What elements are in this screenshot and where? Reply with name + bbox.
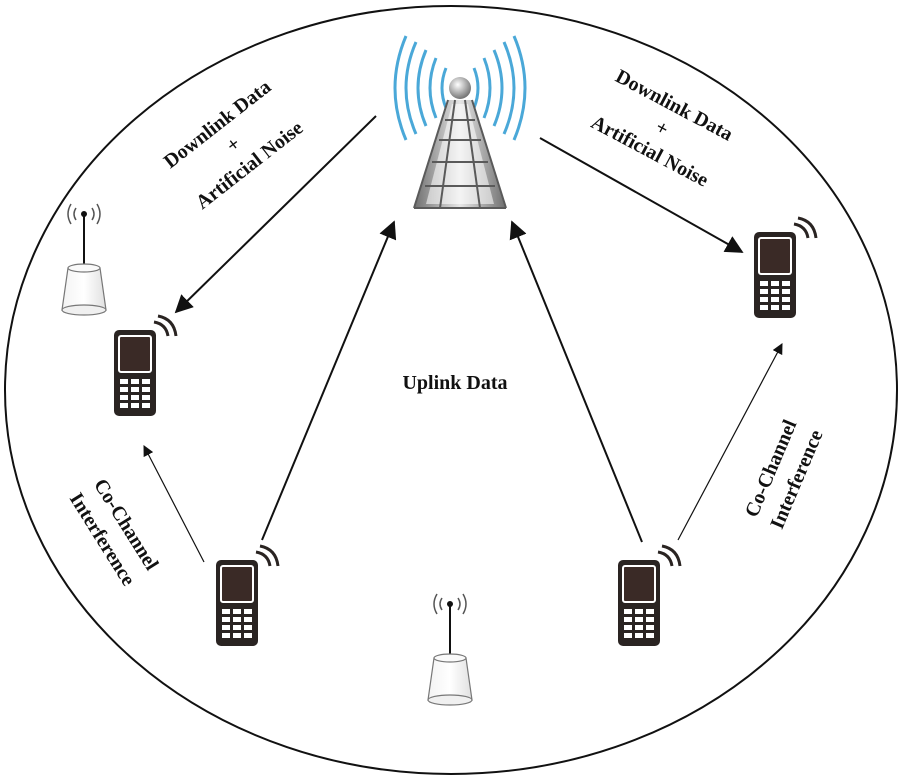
eavesdropper-left-antenna-icon xyxy=(61,203,107,316)
cci-right-label: Co-Channel Interference xyxy=(741,416,828,532)
downlink-right-arrow xyxy=(539,137,744,253)
cell-tower-icon xyxy=(393,35,527,209)
cci-left-arrow xyxy=(143,445,205,563)
eavesdropper-bottom-antenna-icon xyxy=(427,593,473,706)
cci-left-label: Co-Channel Interference xyxy=(65,475,163,590)
cci-right-arrow xyxy=(677,343,783,541)
uplink-label: Uplink Data xyxy=(402,372,507,394)
uplink-left-arrow xyxy=(261,220,397,541)
uplink-right-arrow xyxy=(509,220,643,543)
uplink-user-left-phone-icon xyxy=(214,544,280,648)
downlink-left-label: Downlink Data + Artificial Noise xyxy=(160,76,308,214)
downlink-user-left-phone-icon xyxy=(112,314,178,418)
downlink-right-label: Downlink Data + Artificial Noise xyxy=(587,65,736,191)
svg-text:+: + xyxy=(652,116,672,141)
svg-text:+: + xyxy=(222,133,245,157)
cell-boundary-ellipse xyxy=(4,5,898,775)
uplink-user-right-phone-icon xyxy=(616,544,682,648)
downlink-left-arrow xyxy=(174,115,377,314)
downlink-user-right-phone-icon xyxy=(752,216,818,320)
